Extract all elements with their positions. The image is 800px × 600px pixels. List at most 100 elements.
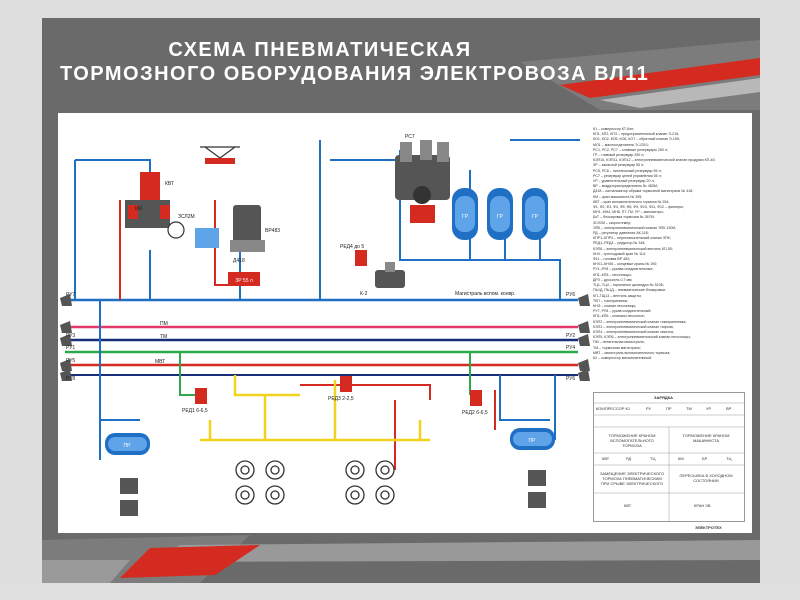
legend-item: КНХ1–КНХ6 – концевые краны № 190; <box>593 262 658 267</box>
legend-item: КП–ТЩ13 – вентиль защиты; <box>593 293 642 298</box>
table-row1-c5: УР <box>706 406 712 411</box>
label-ru4: РУ4 <box>566 345 575 351</box>
label-ru7: РУ7 <box>66 292 75 298</box>
legend-item: КЭП4 – электропневматический клапан свис… <box>593 329 674 334</box>
table-row3-col1: КВТ <box>624 503 632 508</box>
label-k2: К-2 <box>360 291 368 297</box>
legend-item: Ф11 – головка ВР 483; <box>593 257 631 262</box>
pantograph <box>200 146 240 164</box>
reducers <box>195 250 482 406</box>
brake-cylinders <box>120 470 546 516</box>
legend-item: МО1 – маслоотделитель Э-120/1; <box>593 142 649 147</box>
legend-item: ТКП – токоприемник; <box>593 298 629 303</box>
green-connectors <box>179 352 471 396</box>
legend-item: БкТ – блокировка тормозов № 367М; <box>593 215 655 220</box>
table-row2-right: ТОРМОЖЕНИЕ КРАНОМ МАШИНИСТА <box>682 433 730 443</box>
table-row3-col2: КРАН ЗВ <box>694 503 711 508</box>
blue-connectors <box>74 139 580 460</box>
legend-item: ПМ – питательная магистраль; <box>593 340 645 345</box>
reservoir-pr: ПР ПР <box>105 428 555 455</box>
legend-item: РУ7, РУ8 – рукав соединительный; <box>593 309 652 314</box>
svg-text:ГР: ГР <box>462 214 469 220</box>
label-kvt: КВТ <box>165 181 174 187</box>
legend-item: ТМ – тормозная магистраль; <box>593 345 641 350</box>
table-row2-left: ТОРМОЖЕНИЕ КРАНОМ ВСПОМОГАТЕЛЬНОГО ТОРМО… <box>608 433 656 448</box>
legend-item: ГР – главный резервуар 250 л; <box>593 153 645 158</box>
table-row2-col2: РД <box>626 456 632 461</box>
table-grid <box>594 402 744 521</box>
label-ru1: РУ1 <box>66 345 75 351</box>
legend-item: КП1, КП2, КП3 – предохранительный клапан… <box>593 132 680 137</box>
legend-item: К2 – компрессор вспомогательный. <box>593 355 653 360</box>
table-header: ЗАРЯДКА <box>654 395 674 400</box>
legend-item: КЭП8 – электропневматический вентиль КП-… <box>593 246 673 251</box>
legend-item: ПЬ1Д, ПЬ1Д – пневматические блокировки; <box>593 288 666 293</box>
label-vr483: ВР483 <box>265 228 280 234</box>
label-zsl: ЗСЛ2М <box>178 214 195 220</box>
table-row2-col4: КМ <box>678 456 684 461</box>
label-red4: РЕД4 до 5 <box>340 244 364 250</box>
operations-table: ЗАРЯДКА КОМПРЕССОР К1 РУ ПР ТМ УР ВР ТОР… <box>593 392 745 522</box>
label-km: КМ <box>135 206 142 212</box>
title-line-2: ТОРМОЗНОГО ОБОРУДОВАНИЯ ЭЛЕКТРОВОЗА ВЛ11 <box>60 63 650 85</box>
label-red3: РЕД3 2-2,5 <box>328 396 354 402</box>
table-row1-c6: ВР <box>726 406 732 411</box>
label-k1: РС7 <box>405 134 415 140</box>
legend-item: КНЭ – клапан песочницы; <box>593 303 637 308</box>
table-row1-c2: РУ <box>646 406 652 411</box>
table-row2-col3: ТЦ <box>650 456 656 461</box>
legend-item: КМ – кран машиниста № 395; <box>593 194 643 199</box>
page-title: СХЕМА ПНЕВМАТИЧЕСКАЯ ТОРМОЗНОГО ОБОРУДОВ… <box>60 38 650 86</box>
legend-item: ЗР – запасной резервуар 55 л; <box>593 163 645 168</box>
legend-item: КЭП10, КЭП11, КЭП12 – электропневматичес… <box>593 158 716 163</box>
legend-item: КП1–КП8 – песочницы; <box>593 272 632 277</box>
label-magistral: Магистраль вспом. конвр. <box>455 291 515 297</box>
label-mvt: МВТ <box>155 359 165 365</box>
table-row3-right: ПЕРЕСЫЛКА В ХОЛОДНОМ СОСТОЯНИИ <box>679 473 733 483</box>
legend-item: МН1, МН4, МН8, ПТ-ТМ, УР – манометры; <box>593 210 664 215</box>
svg-text:ГР: ГР <box>497 214 504 220</box>
legend-item: КП1–КП6 – клапаны песочные; <box>593 314 645 319</box>
legend-item: РС1, РС2, РС7 – сливные резервуары 250 л… <box>593 147 668 152</box>
air-distributor: ЗР 55 л <box>228 205 265 286</box>
legend-item: КН4 – трехходовой кран № 114; <box>593 251 646 256</box>
legend-item: КЭП2 – электропневматический клапан токо… <box>593 319 687 324</box>
label-ru6b: РУ6 <box>566 376 575 382</box>
label-pm: ПМ <box>160 321 168 327</box>
legend-item: К1 – компрессор КТ-6эл; <box>593 127 635 131</box>
compressor-k1 <box>395 140 450 223</box>
legend-item: РУ1–РУ8 – рукава соединительные; <box>593 267 654 272</box>
legend-item: УР – уравнительный резервуар 20 л; <box>593 179 655 184</box>
drivers-valve-group <box>125 172 219 248</box>
yellow-connectors <box>200 375 430 442</box>
svg-text:ЗР 55 л: ЗР 55 л <box>235 278 253 284</box>
label-ru5: РУ5 <box>66 358 75 364</box>
label-ru3: РУ3 <box>66 333 75 339</box>
label-d418: Д418 <box>233 258 245 264</box>
label-red1: РЕД1 6-6,5 <box>182 408 208 414</box>
compressor-k2 <box>375 262 405 288</box>
legend-item: ДРЗ – дроссель 0,7 мм; <box>593 277 633 282</box>
legend-item: КПР1–КПР4 – переключательный клапан ЗПК; <box>593 236 671 241</box>
legend-item: Ф1, Ф2, Ф3, Ф4, Ф5, Ф6, Ф9, Ф10, Ф11, Ф1… <box>593 205 684 210</box>
table-row1-c1: КОМПРЕССОР К1 <box>596 406 631 411</box>
legend-item: ЭПК – электропневматический клапан ЭПК-1… <box>593 225 677 230</box>
table-row2-col5: БР <box>702 456 708 461</box>
legend-item: ТЦ1–ТЦ4 – тормозные цилиндры № 510Б; <box>593 283 664 288</box>
legend-item: КО1, КО2, КО5, КО6, КО7 – обратный клапа… <box>593 137 680 142</box>
main-reservoirs: ГР ГР ГР <box>452 188 548 240</box>
legend-item: ЗСЛ2М – скоростемер; <box>593 220 632 225</box>
svg-text:ПР: ПР <box>124 443 132 449</box>
legend-item: МВТ – магистраль вспомогательного тормоз… <box>593 350 671 355</box>
wheelset-group <box>235 460 395 505</box>
svg-text:ГР: ГР <box>532 214 539 220</box>
table-row3-left: ЗАМЕЩЕНИЕ ЭЛЕКТРИЧЕСКОГО ТОРМОЗА ПНЕВМАТ… <box>599 471 665 486</box>
red-connectors <box>119 200 496 470</box>
legend-item: Д418 – сигнализатор обрыва тормозной маг… <box>593 189 694 194</box>
brand-logo: ЭЛЕКТРОТЕХ <box>695 525 722 530</box>
label-red2: РЕД2 6-6,5 <box>462 410 488 416</box>
legend-item: РД – регулятор давления АК-11Б; <box>593 231 649 236</box>
legend-item: ВР – воздухораспределитель № 483М; <box>593 184 658 189</box>
